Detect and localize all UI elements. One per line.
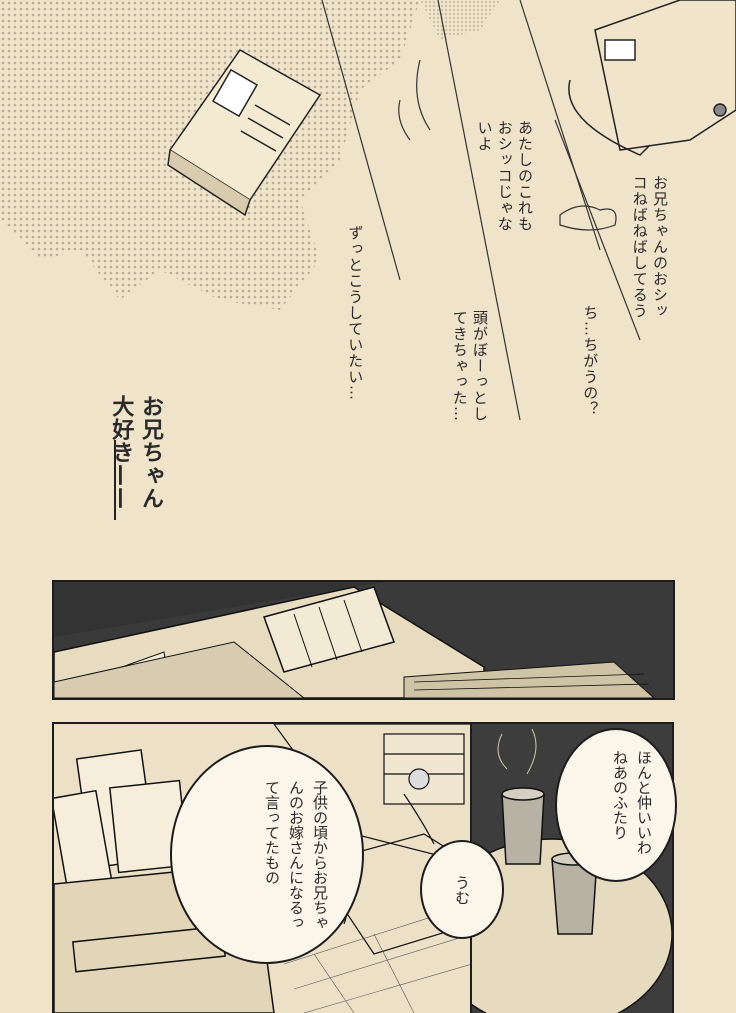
monologue-line-1: ずっとこうしていたい…	[346, 225, 365, 401]
monologue-line-2: 頭がぼーっとしてきちゃった…	[450, 310, 489, 422]
speech-bubble-3: うむ	[420, 840, 504, 939]
speech-text-2: 子供の頃からお兄ちゃんのお嫁さんになるって言ってたもの	[263, 779, 329, 930]
floor-tiles	[283, 903, 472, 1013]
photo-frames	[54, 749, 190, 889]
monologue-line-4: お兄ちゃんのおシッコねばねばしてるう	[630, 175, 669, 319]
student-handbook-drawing	[167, 49, 322, 217]
randoseru-drawing	[568, 0, 736, 156]
top-illustration	[0, 0, 736, 520]
monologue-line-5: ち…ちがうの？	[581, 305, 600, 417]
speech-bubble-1: ほんと仲いいわねあのふたり	[555, 728, 677, 882]
room-interior	[273, 724, 472, 955]
speech-text-3: うむ	[453, 874, 471, 905]
drip-marks	[398, 59, 617, 231]
panel-house-exterior	[52, 580, 675, 700]
caption-text: お兄ちゃん大好き——	[108, 395, 163, 510]
speech-bubble-2: 子供の頃からお兄ちゃんのお嫁さんになるって言ってたもの	[170, 745, 364, 964]
steam-lines	[497, 728, 537, 775]
speech-text-1: ほんと仲いいわねあのふたり	[611, 750, 653, 855]
monologue-line-3: あたしのこれもおシッコじゃないよ	[475, 120, 535, 232]
